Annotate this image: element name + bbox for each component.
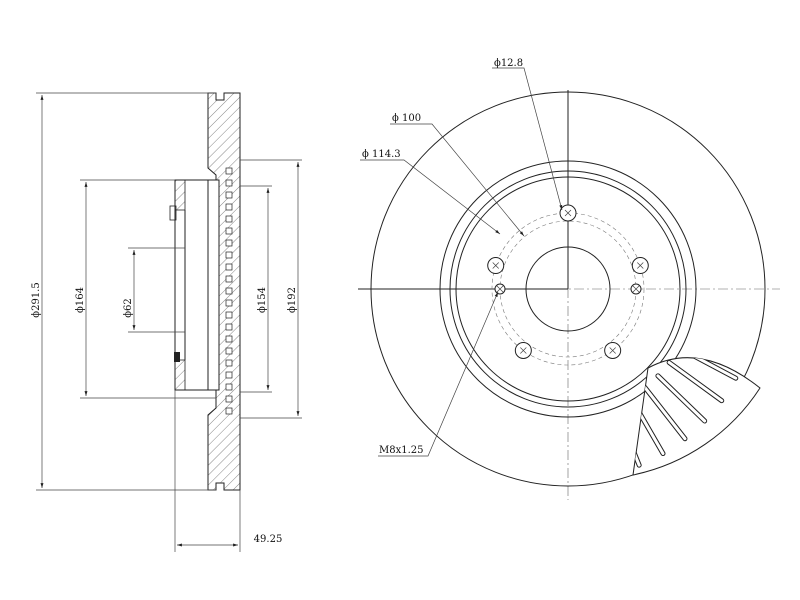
vent-slot <box>225 407 233 415</box>
vent-slot <box>225 335 233 343</box>
vent-slot <box>225 287 233 295</box>
vent-slot <box>225 251 233 259</box>
bolt-holes <box>487 204 649 359</box>
vent-slot <box>225 191 233 199</box>
label-pcd-114: ϕ 114.3 <box>362 149 401 160</box>
wheel-stud-marker <box>174 352 180 362</box>
label-thread: M8x1.25 <box>379 445 424 456</box>
label-pcd-100: ϕ 100 <box>392 113 421 124</box>
vent-slot <box>225 215 233 223</box>
vent-slot <box>225 371 233 379</box>
dim-text-outer-diameter: ϕ291.5 <box>31 282 42 317</box>
dim-text-bore-diameter: ϕ62 <box>123 298 134 318</box>
vent-slot <box>225 359 233 367</box>
vent-slot <box>225 239 233 247</box>
side-section-view: ϕ291.5 ϕ164 ϕ62 ϕ154 ϕ192 49.25 <box>31 92 302 552</box>
dim-text-inner-friction: ϕ154 <box>257 287 268 313</box>
dim-text-height: 49.25 <box>254 534 283 545</box>
friction-inner-circle <box>439 160 697 418</box>
vent-slot <box>225 299 233 307</box>
hat-section <box>174 179 220 391</box>
hat-hatch-bottom <box>174 359 186 391</box>
vent-slot <box>225 203 233 211</box>
vent-slot <box>225 227 233 235</box>
dim-text-hub-diameter: ϕ164 <box>75 287 86 313</box>
hat-hatch-top <box>174 179 186 211</box>
center-bore-circle <box>525 246 611 332</box>
vent-slots-side <box>225 167 233 415</box>
vent-slot <box>225 395 233 403</box>
vent-slot <box>225 275 233 283</box>
vent-slot <box>225 179 233 187</box>
front-view: ϕ12.8 ϕ 100 ϕ 114.3 M8x1.25 <box>358 58 780 500</box>
vent-fin <box>561 414 563 479</box>
label-bolt-hole: ϕ12.8 <box>494 58 523 69</box>
hat-outer-circle <box>449 170 687 408</box>
vent-fin <box>598 410 614 473</box>
hat-step-circle <box>455 176 681 402</box>
outer-disc-circle <box>370 91 766 487</box>
vent-slot <box>225 383 233 391</box>
vent-slot <box>225 167 233 175</box>
dim-text-outer-friction: ϕ192 <box>287 287 298 313</box>
vent-slot <box>225 263 233 271</box>
vent-slot <box>225 323 233 331</box>
vent-fin <box>581 413 588 478</box>
vent-slot <box>225 347 233 355</box>
vent-slot <box>225 311 233 319</box>
